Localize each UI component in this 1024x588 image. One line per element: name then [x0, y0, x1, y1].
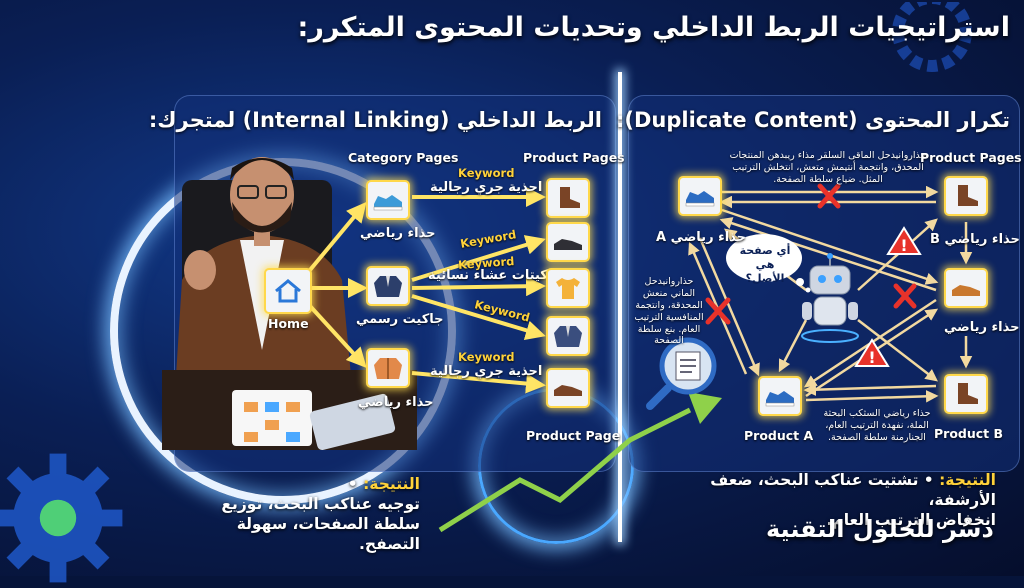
- sneaker-icon: [685, 191, 715, 207]
- divider-line: [618, 72, 622, 542]
- gear-icon: [0, 453, 123, 583]
- shoe-icon: [554, 239, 582, 250]
- keyword-label: Keyword: [458, 166, 515, 180]
- product-label: حذاء رياضي: [944, 320, 1020, 335]
- brand-logo-text: دسُر للحلول التقنية: [766, 515, 994, 543]
- product-page-label: Product Page: [526, 428, 621, 443]
- jacket-icon: [374, 358, 402, 379]
- category-label: جاكيت رسمي: [356, 312, 444, 327]
- gear-icon: [892, 2, 972, 72]
- result-line: تشتيت عناكب البحث، ضعف الأرشفة،: [710, 471, 996, 510]
- link-label: احذية جري رجالية: [430, 180, 543, 195]
- presenter-image: [162, 157, 417, 450]
- product-card: [944, 176, 988, 216]
- boot-icon: [958, 383, 978, 404]
- shoe-icon: [554, 385, 582, 396]
- note-top: حذاروانيدحل الماقى السلقر مذاء ريبدهن ال…: [729, 150, 927, 185]
- product-card: [944, 374, 988, 414]
- keyword-label: Keyword: [458, 350, 515, 364]
- right-panel-title: تكرار المحتوى (Duplicate Content):: [615, 108, 1010, 132]
- sneaker-icon: [765, 391, 795, 407]
- tshirt-icon: [556, 278, 580, 299]
- left-result: النتيجة: • توجيه عناكب البحث، توزيع سلطة…: [200, 474, 420, 555]
- result-heading: النتيجة:: [939, 471, 996, 489]
- product-card: [758, 376, 802, 416]
- category-label: حذاء رياضي: [358, 395, 434, 410]
- category-card: [366, 266, 410, 306]
- home-icon: [275, 279, 301, 303]
- main-title: استراتيجيات الربط الداخلي وتحديات المحتو…: [297, 12, 1010, 43]
- product-label: Product A: [744, 428, 814, 443]
- product-card: [944, 268, 988, 308]
- result-line: انخفاض الترتيب العام.: [826, 511, 996, 530]
- sneaker-icon: [373, 195, 403, 211]
- product-card: [546, 178, 590, 218]
- shoe-icon: [952, 285, 980, 296]
- result-line: توجيه عناكب البحث، توزيع: [221, 495, 420, 514]
- category-label: حذاء رياضي: [360, 226, 436, 241]
- product-label: حذاء رياضي A: [656, 230, 747, 245]
- boot-icon: [560, 187, 580, 208]
- product-label: حذاء رياضي B: [930, 232, 1020, 247]
- home-label: Home: [268, 316, 309, 331]
- result-line: سلطة الصفحات، سهولة التصفح.: [236, 515, 420, 554]
- category-card: [366, 180, 410, 220]
- product-card: [678, 176, 722, 216]
- left-panel-title: الربط الداخلي (Internal Linking) لمتجرك:: [148, 108, 602, 132]
- category-card: [366, 348, 410, 388]
- growth-arrow-icon: [438, 392, 722, 533]
- product-card: [546, 268, 590, 308]
- link-label: احذية جري رجالية: [430, 364, 543, 379]
- jacket-icon: [374, 276, 402, 297]
- jacket-icon: [554, 326, 582, 347]
- home-card: [264, 268, 312, 314]
- product-pages-label: Product Pages: [523, 150, 625, 165]
- product-card: [546, 222, 590, 262]
- product-card: [546, 368, 590, 408]
- speech-bubble-text: أي صفحة هي الأصل؟: [739, 244, 791, 285]
- product-card: [546, 316, 590, 356]
- product-label: Product B: [934, 426, 1004, 441]
- product-pages-label: Product Pages: [920, 150, 1022, 165]
- boot-icon: [958, 185, 978, 206]
- result-heading: النتيجة:: [363, 475, 420, 493]
- note-bottom: حذاء رياضي السثكب البحثة الملة، نفهدة ال…: [823, 408, 931, 443]
- link-label: جاكيتات عشاء نسائية: [428, 268, 563, 283]
- note-left: حذاروانيدحل الماني منعش المحدقة، وانتجمة…: [634, 276, 704, 347]
- category-pages-label: Category Pages: [348, 150, 459, 165]
- right-result: النتيجة: • تشتيت عناكب البحث، ضعف الأرشف…: [680, 470, 996, 530]
